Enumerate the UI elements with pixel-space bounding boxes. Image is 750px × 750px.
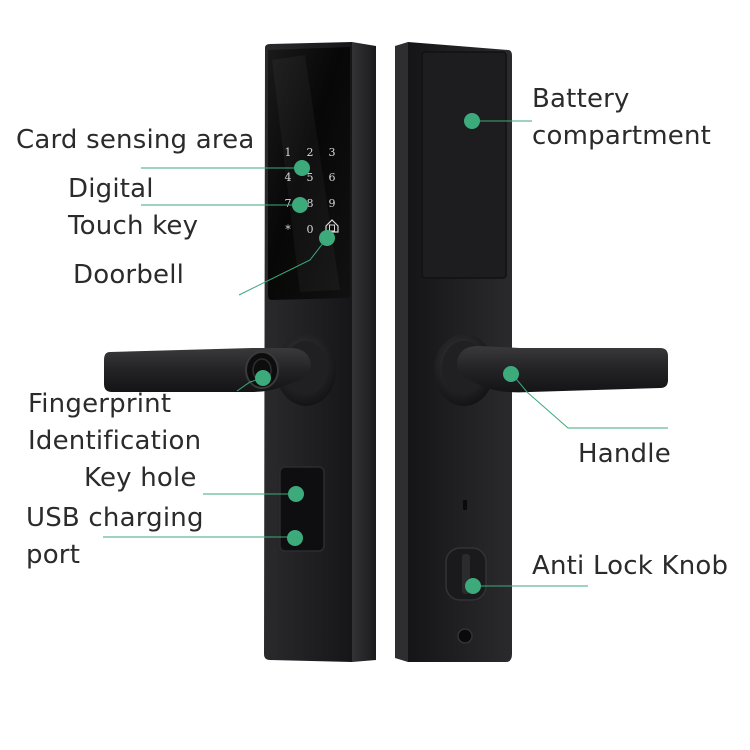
keypad-key-9: 9 <box>329 197 336 210</box>
card-sensing-area-label: Card sensing area <box>16 125 255 155</box>
compartment-label: compartment <box>532 121 712 151</box>
digital-touch-keypad: 1 2 3 4 5 6 7 8 9 * 0 <box>285 146 339 236</box>
anti-lock-knob-label: Anti Lock Knob <box>532 551 729 581</box>
port-label: port <box>26 540 81 570</box>
marker-dots <box>255 113 519 594</box>
keypad-key-0: 0 <box>307 223 314 236</box>
keypad-key-7: 7 <box>285 197 292 210</box>
card-sensing-marker <box>294 160 310 176</box>
keypad-key-3: 3 <box>329 146 336 159</box>
key-hole-label: Key hole <box>84 463 197 493</box>
keypad-key-1: 1 <box>285 146 292 159</box>
leader-lines <box>103 120 668 587</box>
usb-port-marker <box>287 530 303 546</box>
digital-label: Digital <box>68 174 154 204</box>
key-hole-marker <box>288 486 304 502</box>
doorbell-marker <box>319 230 335 246</box>
fingerprint-label: Fingerprint <box>28 389 172 419</box>
doorbell-label: Doorbell <box>73 260 185 290</box>
keypad-key-star: * <box>285 223 291 236</box>
keypad-key-8: 8 <box>307 197 314 210</box>
touch-key-marker <box>292 197 308 213</box>
touch-key-label: Touch key <box>68 211 199 241</box>
keypad-key-2: 2 <box>307 146 314 159</box>
handle-label: Handle <box>578 439 671 469</box>
usb-charging-label: USB charging <box>26 503 204 533</box>
anti-lock-knob-marker <box>465 578 481 594</box>
battery-compartment-cover <box>421 51 507 279</box>
back-handle-lever <box>457 346 668 393</box>
keypad-key-6: 6 <box>329 171 336 184</box>
battery-marker <box>464 113 480 129</box>
identification-label: Identification <box>28 426 202 456</box>
keypad-key-4: 4 <box>285 171 292 184</box>
fingerprint-marker <box>255 370 271 386</box>
doorbell-icon <box>325 219 339 233</box>
keypad-key-5: 5 <box>307 171 314 184</box>
handle-marker <box>503 366 519 382</box>
battery-label: Battery <box>532 84 630 114</box>
front-handle-lever <box>104 348 311 392</box>
